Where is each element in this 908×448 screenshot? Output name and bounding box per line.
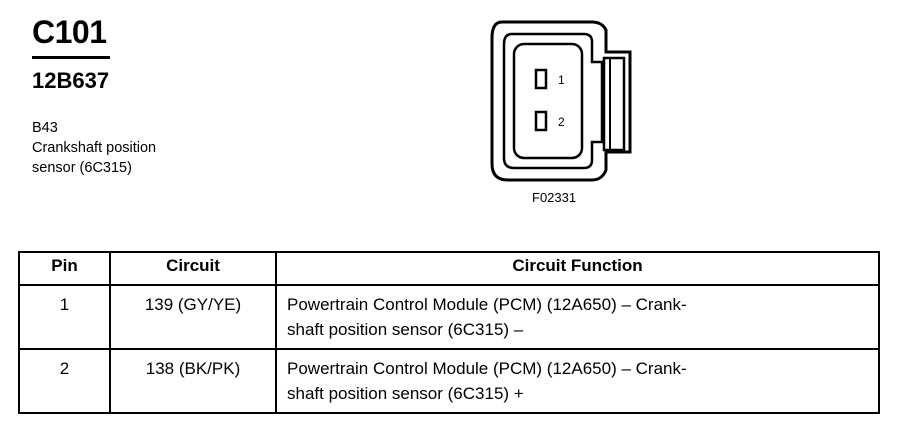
pin-2-terminal — [534, 110, 548, 132]
connector-housing-outer — [490, 20, 632, 182]
connector-id: C101 — [32, 14, 107, 50]
header-circuit: Circuit — [109, 251, 277, 286]
cell-circuit-function: Powertrain Control Module (PCM) (12A650)… — [275, 348, 880, 414]
pin-2-label: 2 — [558, 115, 565, 129]
header-pin: Pin — [18, 251, 111, 286]
cell-pin: 2 — [18, 348, 111, 414]
cell-pin: 1 — [18, 284, 111, 350]
latch-tab — [602, 56, 626, 152]
table-header-row: Pin Circuit Circuit Function — [18, 251, 880, 286]
pin-table: Pin Circuit Circuit Function 1 139 (GY/Y… — [18, 251, 880, 414]
pin-1-label: 1 — [558, 73, 565, 87]
part-number: 12B637 — [32, 68, 110, 93]
function-line: shaft position sensor (6C315) – — [287, 320, 524, 339]
table-row: 1 139 (GY/YE) Powertrain Control Module … — [18, 284, 880, 350]
function-line: shaft position sensor (6C315) + — [287, 384, 524, 403]
connector-housing-inner — [502, 32, 604, 170]
function-line: Powertrain Control Module (PCM) (12A650)… — [287, 295, 687, 314]
cell-circuit: 138 (BK/PK) — [109, 348, 277, 414]
table-row: 2 138 (BK/PK) Powertrain Control Module … — [18, 348, 880, 414]
cell-circuit-function: Powertrain Control Module (PCM) (12A650)… — [275, 284, 880, 350]
cell-circuit: 139 (GY/YE) — [109, 284, 277, 350]
connector-face-diagram: 1 2 — [490, 20, 632, 182]
figure-id: F02331 — [532, 190, 577, 205]
description-line: sensor (6C315) — [32, 160, 132, 176]
pin-1-terminal — [534, 68, 548, 90]
component-code: B43 — [32, 120, 58, 136]
pin-cavity-block — [512, 42, 584, 160]
component-description: B43 Crankshaft position sensor (6C315) — [32, 118, 156, 178]
function-line: Powertrain Control Module (PCM) (12A650)… — [287, 359, 687, 378]
title-underline — [32, 56, 110, 59]
description-line: Crankshaft position — [32, 140, 157, 156]
header-circuit-function: Circuit Function — [275, 251, 880, 286]
